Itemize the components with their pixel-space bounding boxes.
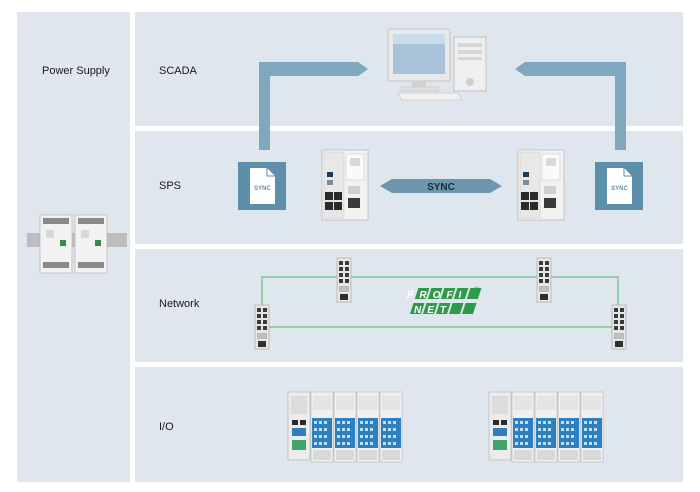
- io-label: I/O: [159, 421, 174, 433]
- plc-left-icon: [321, 149, 369, 221]
- io-station-right-icon: [488, 391, 604, 463]
- network-ring: [261, 276, 619, 328]
- sync-bar-label: SYNC: [427, 182, 455, 193]
- scada-computer-icon: [387, 28, 487, 101]
- profinet-line2: NET: [414, 305, 452, 316]
- profinet-registered-mark: ®: [474, 286, 480, 294]
- io-station-left-icon: [287, 391, 403, 463]
- profinet-logo: [409, 288, 482, 314]
- plc-right-icon: [517, 149, 565, 221]
- left-scada-arrow: [259, 62, 368, 150]
- sync-doc-right-label: SYNC: [611, 186, 628, 192]
- network-label: Network: [159, 298, 200, 310]
- power-supply-label: Power Supply: [42, 65, 110, 77]
- switch-bottom-right-icon: [611, 304, 627, 350]
- profinet-line1: PROFI: [407, 290, 468, 301]
- scada-label: SCADA: [159, 65, 197, 77]
- sync-doc-left-icon: [238, 162, 286, 210]
- sync-doc-right-icon: [595, 162, 643, 210]
- sync-double-arrow: [380, 179, 502, 193]
- switch-top-left-icon: [336, 257, 352, 303]
- sps-label: SPS: [159, 180, 182, 192]
- right-scada-arrow: [515, 62, 626, 150]
- switch-top-right-icon: [536, 257, 552, 303]
- power-supply-icon: [27, 214, 127, 274]
- switch-bottom-left-icon: [254, 304, 270, 350]
- network-row: [135, 249, 683, 362]
- sync-doc-left-label: SYNC: [254, 186, 271, 192]
